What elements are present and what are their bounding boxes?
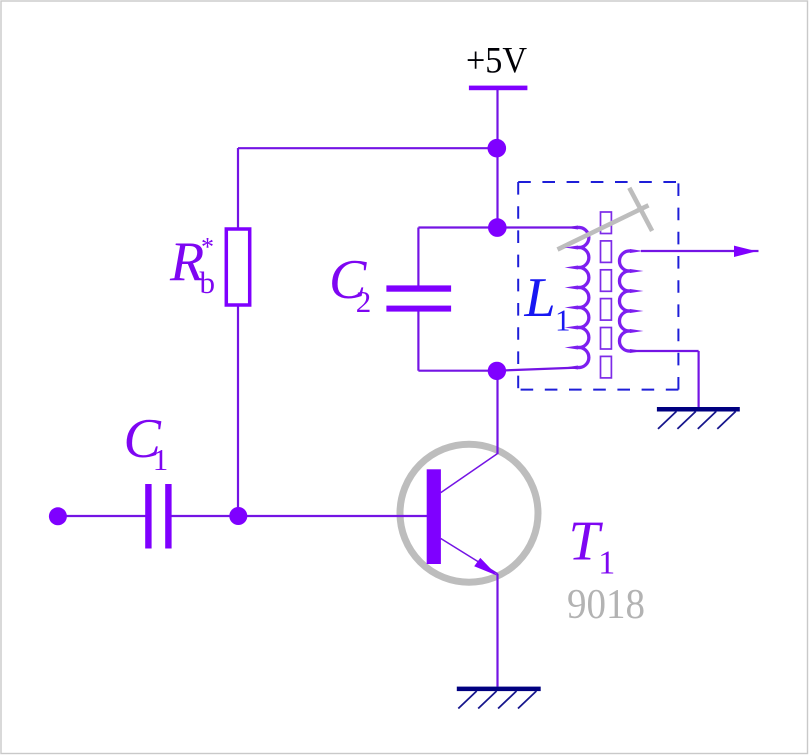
svg-text:C: C [124,408,162,470]
svg-text:+5V: +5V [466,40,527,81]
svg-text:2: 2 [356,284,372,319]
svg-text:R: R [169,231,204,293]
svg-text:C: C [329,249,367,311]
svg-text:1: 1 [555,303,571,338]
svg-text:1: 1 [153,442,169,477]
svg-text:T: T [569,511,604,573]
svg-text:*: * [201,233,214,262]
svg-text:1: 1 [598,545,615,582]
svg-text:L: L [524,267,556,329]
svg-text:9018: 9018 [567,582,645,628]
svg-text:b: b [200,265,216,300]
